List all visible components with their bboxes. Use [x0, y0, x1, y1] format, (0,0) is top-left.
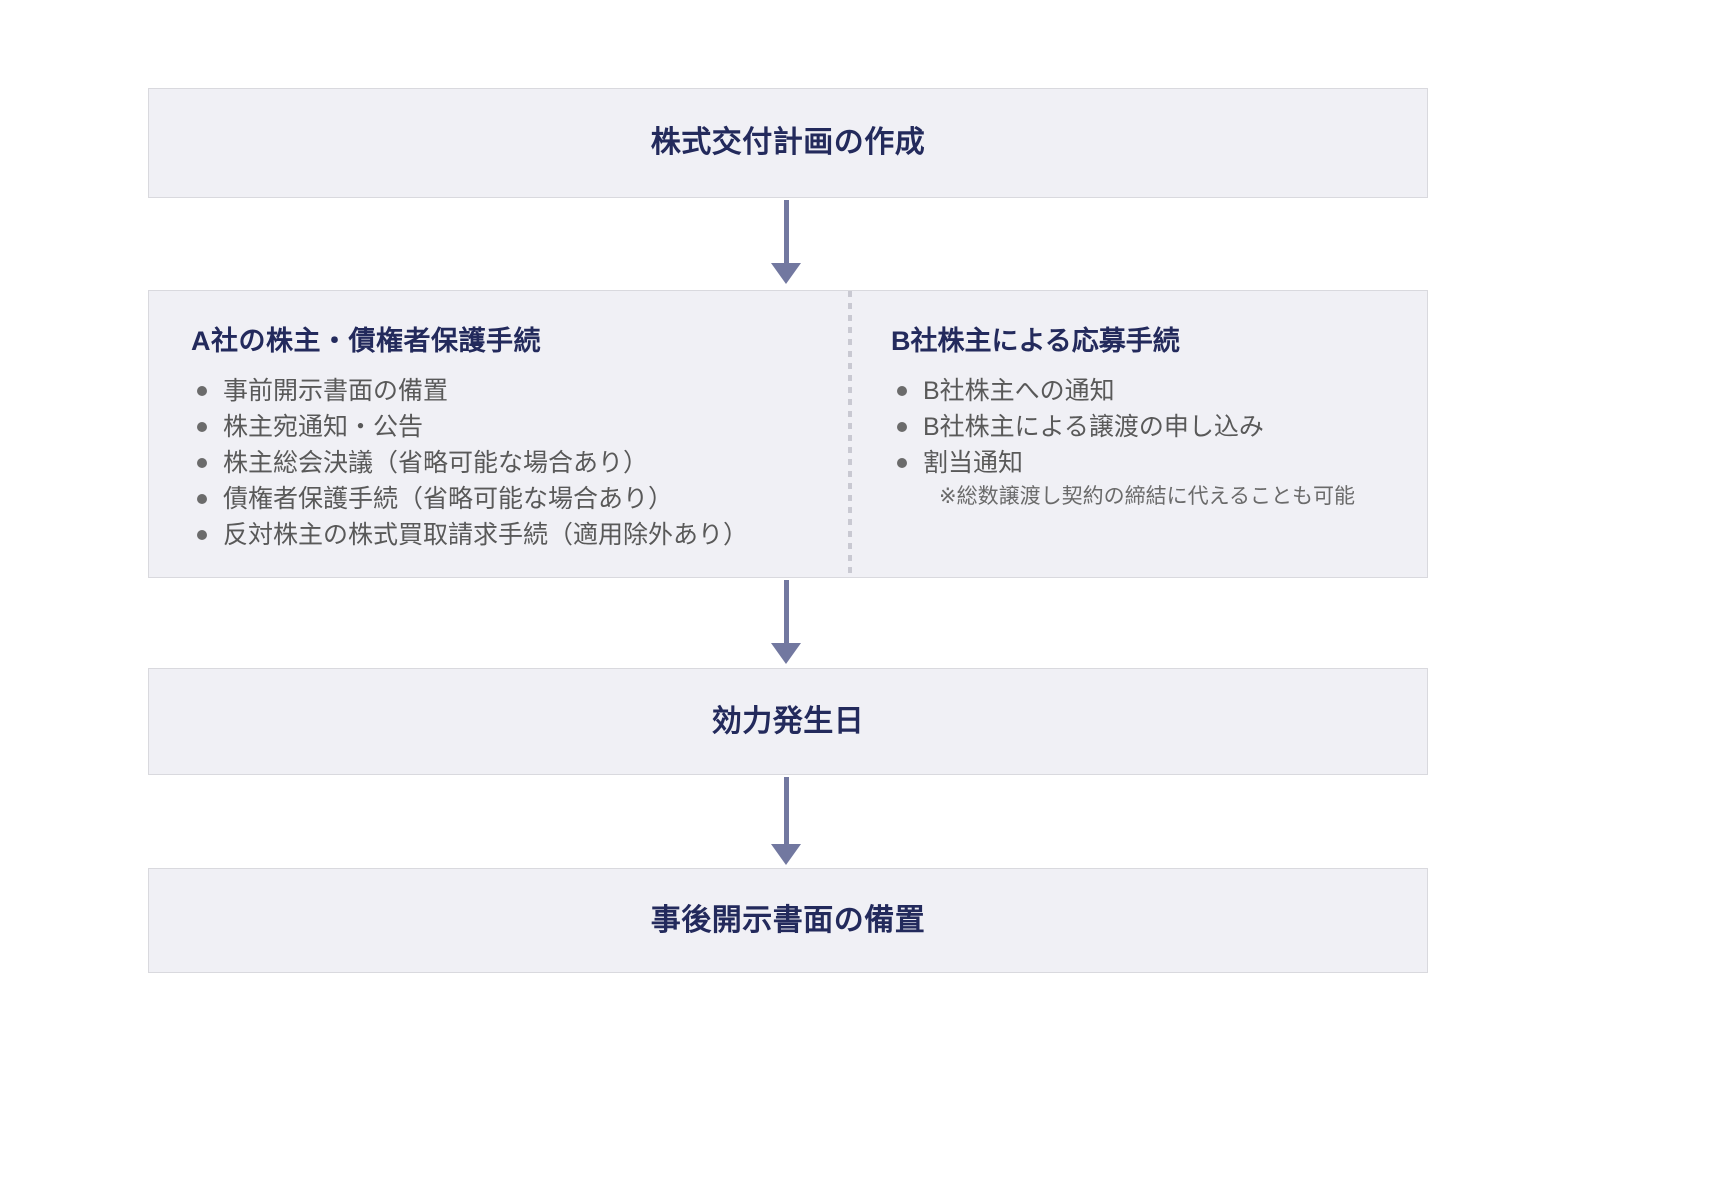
procedures-column-company-b: B社株主による応募手続 B社株主への通知 B社株主による譲渡の申し込み 割当通知…: [849, 291, 1425, 577]
company-b-note: ※総数譲渡し契約の締結に代えることも可能: [939, 484, 1355, 508]
arrow-plan-to-procedures: [771, 200, 801, 284]
step-box-effective-date-label: 効力発生日: [711, 704, 865, 738]
step-box-post-disclosure-label: 事後開示書面の備置: [650, 903, 926, 937]
list-item: 事前開示書面の備置: [191, 373, 849, 409]
arrow-effective-date-to-post-disclosure: [771, 777, 801, 867]
company-a-heading: A社の株主・債権者保護手続: [191, 326, 541, 356]
step-box-post-disclosure: 事後開示書面の備置: [148, 868, 1428, 973]
procedures-split-box: A社の株主・債権者保護手続 事前開示書面の備置 株主宛通知・公告 株主総会決議（…: [148, 290, 1428, 578]
company-b-heading: B社株主による応募手続: [891, 326, 1180, 356]
list-item: 株主宛通知・公告: [191, 409, 849, 445]
list-item: 株主総会決議（省略可能な場合あり）: [191, 445, 849, 481]
list-item: 割当通知: [891, 445, 1425, 481]
step-box-share-delivery-plan-label: 株式交付計画の作成: [650, 126, 926, 159]
list-item: 債権者保護手続（省略可能な場合あり）: [191, 481, 849, 517]
company-a-bullet-list: 事前開示書面の備置 株主宛通知・公告 株主総会決議（省略可能な場合あり） 債権者…: [191, 373, 849, 553]
list-item: 反対株主の株式買取請求手続（適用除外あり）: [191, 517, 849, 553]
company-b-bullet-list: B社株主への通知 B社株主による譲渡の申し込み 割当通知: [891, 373, 1425, 481]
list-item: B社株主による譲渡の申し込み: [891, 409, 1425, 445]
arrow-procedures-to-effective-date: [771, 580, 801, 664]
step-box-share-delivery-plan: 株式交付計画の作成: [148, 88, 1428, 198]
step-box-effective-date: 効力発生日: [148, 668, 1428, 775]
list-item: B社株主への通知: [891, 373, 1425, 409]
procedures-column-company-a: A社の株主・債権者保護手続 事前開示書面の備置 株主宛通知・公告 株主総会決議（…: [149, 291, 849, 577]
column-divider: [848, 291, 852, 577]
